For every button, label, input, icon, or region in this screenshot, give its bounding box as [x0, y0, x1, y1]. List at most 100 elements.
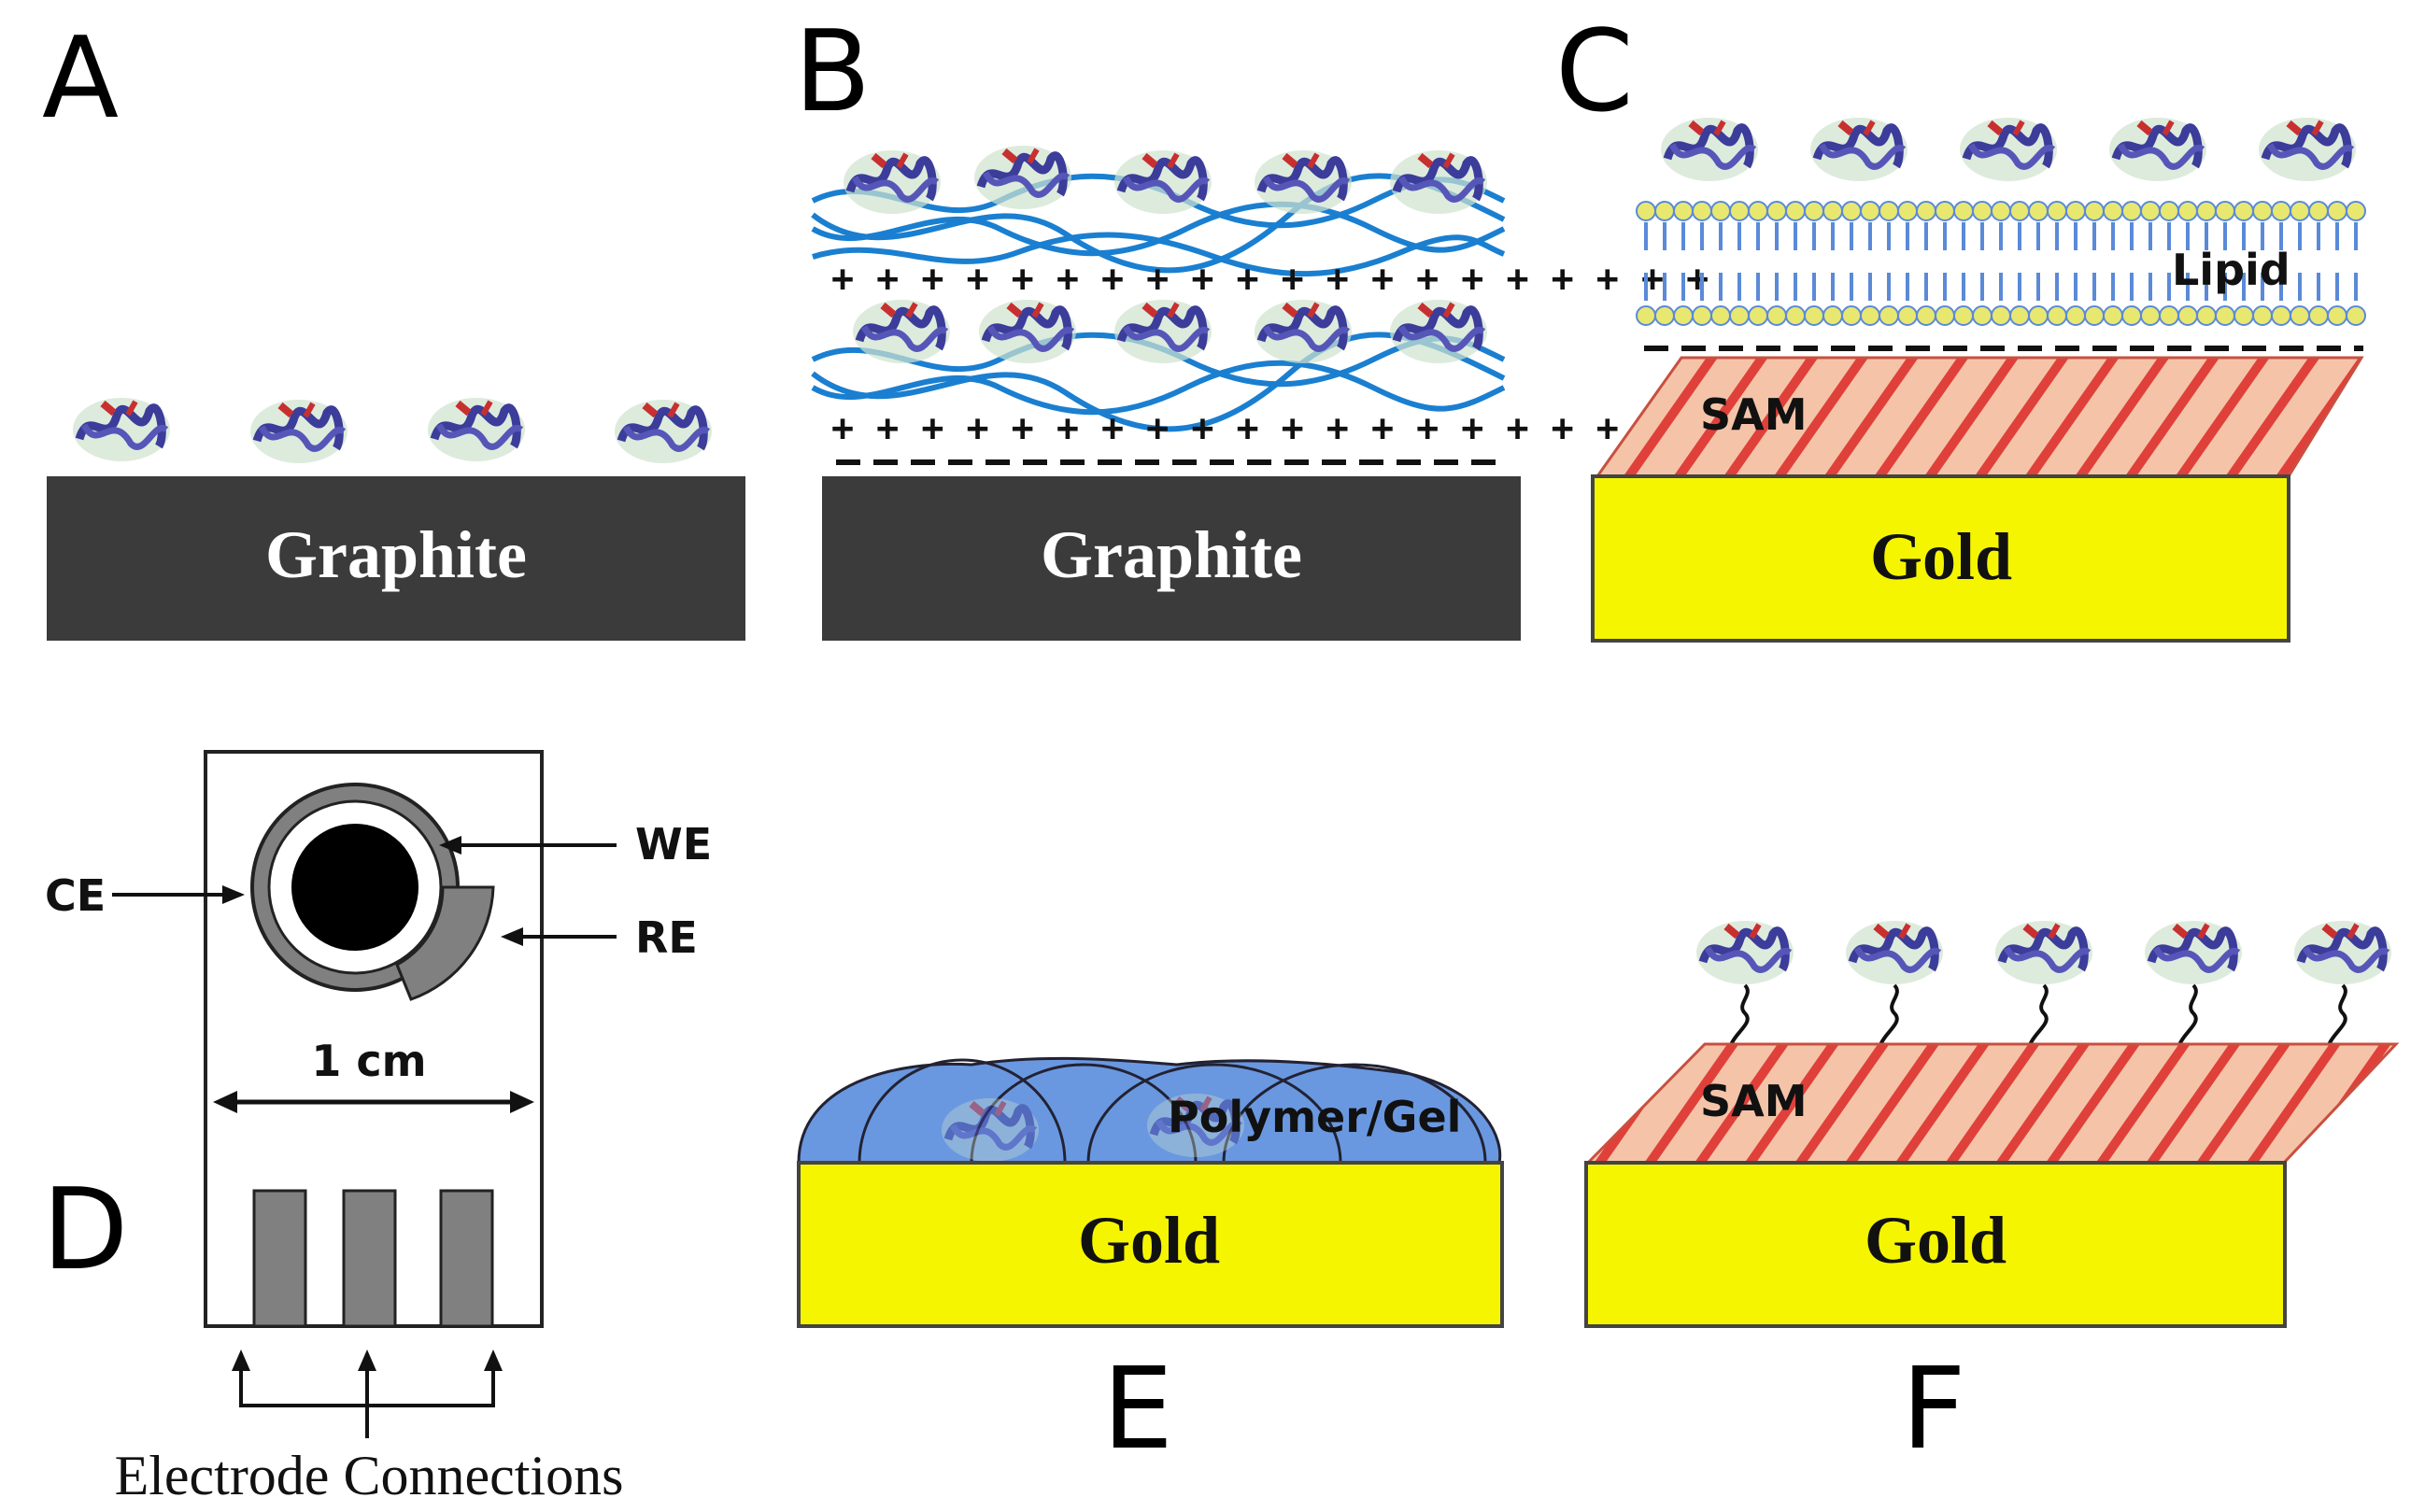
lipid-head [1729, 305, 1750, 326]
lipid-head [1692, 305, 1712, 326]
lipid-head [1860, 305, 1880, 326]
lipid-head [1804, 305, 1824, 326]
lipid-head [2140, 305, 2161, 326]
lipid-head [1748, 305, 1768, 326]
protein-icon [1114, 300, 1212, 363]
protein-icon [1846, 921, 1943, 984]
sam-label-c: SAM [1700, 389, 1808, 440]
lipid-head [1785, 201, 1806, 221]
lipid-head [1766, 305, 1787, 326]
lipid-head [2159, 201, 2179, 221]
contact-pad [342, 1189, 397, 1328]
lipid-bilayer-tails [1644, 222, 2358, 301]
lipid-head [2177, 305, 2198, 326]
connections-label: Electrode Connections [115, 1445, 624, 1506]
lipid-head [2271, 305, 2291, 326]
lipid-head [2047, 201, 2067, 221]
panel-e: Polymer/Gel Gold E [797, 1056, 1504, 1475]
panel-letter-f: F [1901, 1345, 1965, 1475]
lipid-head [2009, 305, 2030, 326]
lipid-head [1710, 201, 1731, 221]
proteins-layer-top [844, 146, 1487, 214]
protein-icon [942, 1098, 1039, 1162]
graphite-substrate [822, 476, 1521, 641]
substrate-label-e: Gold [1078, 1203, 1220, 1278]
arrow-head-icon [484, 1349, 503, 1371]
lipid-head [1953, 201, 1974, 221]
lipid-head [1822, 201, 1843, 221]
protein-icon [2145, 921, 2242, 984]
protein-icon [2259, 118, 2356, 181]
protein-icon [2109, 118, 2206, 181]
lipid-head [2308, 201, 2329, 221]
contact-pad [252, 1189, 307, 1328]
lipid-head [1935, 201, 1955, 221]
panel-a-proteins [73, 398, 712, 463]
lipid-head [2140, 201, 2161, 221]
contact-pad [439, 1189, 494, 1328]
arrow-head-icon [213, 1091, 237, 1113]
arrow-head-icon [222, 885, 245, 904]
positive-charges-top: + + + + + + + + + + + + + + + + + + + + [831, 258, 1709, 301]
lipid-head [2103, 305, 2123, 326]
protein-icon [1255, 300, 1352, 363]
panel-letter-e: E [1102, 1345, 1173, 1475]
lipid-head [1841, 305, 1862, 326]
lipid-head [2065, 305, 2086, 326]
panel-letter-b: B [794, 7, 871, 137]
lipid-head [2346, 305, 2366, 326]
lipid-head [1972, 305, 1992, 326]
panel-b: B + + + + + + + + + + + + + + + + + + + … [794, 7, 1709, 641]
arrow-head-icon [510, 1091, 534, 1113]
lipid-head [2159, 305, 2179, 326]
lipid-head [2103, 201, 2123, 221]
lipid-head [2177, 201, 2198, 221]
lipid-head [2028, 305, 2049, 326]
scale-label: 1 cm [311, 1036, 426, 1086]
substrate-label-f: Gold [1865, 1203, 2007, 1278]
protein-icon [1390, 150, 1487, 214]
lipid-head [1766, 201, 1787, 221]
lipid-head [2084, 305, 2105, 326]
protein-icon [1114, 150, 1212, 214]
lipid-head [1636, 305, 1656, 326]
re-label: RE [635, 912, 698, 963]
lipid-head [1953, 305, 1974, 326]
lipid-head [1748, 201, 1768, 221]
lipid-head [1822, 305, 1843, 326]
lipid-head [2271, 201, 2291, 221]
lipid-head [1841, 201, 1862, 221]
protein-icon [615, 400, 712, 463]
lipid-head [1991, 305, 2011, 326]
lipid-head [1692, 201, 1712, 221]
protein-icon [428, 398, 525, 461]
working-electrode [291, 824, 418, 951]
lipid-head [2065, 201, 2086, 221]
lipid-label: Lipid [2172, 245, 2290, 295]
lipid-head [2308, 305, 2329, 326]
lipid-head [2009, 201, 2030, 221]
substrate-label-b: Graphite [1041, 517, 1302, 592]
protein-icon [1661, 118, 1758, 181]
panel-letter-c: C [1555, 7, 1634, 137]
polymer-label: Polymer/Gel [1168, 1092, 1461, 1142]
lipid-head [1729, 201, 1750, 221]
linker-tethers [1729, 983, 2347, 1046]
lipid-head [2028, 201, 2049, 221]
protein-icon [1696, 921, 1794, 984]
panel-c: C Lipid SAM Gold [1555, 7, 2366, 643]
lipid-head [2215, 305, 2235, 326]
protein-icon [2294, 921, 2391, 984]
lipid-head [2290, 305, 2310, 326]
arrow-head-icon [232, 1349, 250, 1371]
lipid-head [1785, 305, 1806, 326]
protein-icon [1255, 150, 1352, 214]
lipid-head [2047, 305, 2067, 326]
protein-icon [979, 300, 1076, 363]
lipid-head [2234, 201, 2254, 221]
graphite-substrate [47, 476, 745, 641]
lipid-head [2327, 201, 2347, 221]
lipid-head [1636, 201, 1656, 221]
lipid-head [1916, 305, 1936, 326]
